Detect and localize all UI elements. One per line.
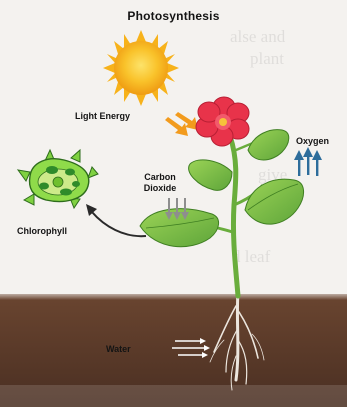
oxygen-arrows xyxy=(294,147,322,176)
oxygen-label: Oxygen xyxy=(296,136,329,146)
chlorophyll-cell xyxy=(18,150,98,208)
leaf-upper-right xyxy=(248,130,289,160)
chlorophyll-label: Chlorophyll xyxy=(17,226,67,236)
carbon-dioxide-label: Carbon Dioxide xyxy=(140,172,180,194)
carbon-dioxide-arrows xyxy=(165,198,189,220)
leaf-right-large xyxy=(245,179,304,224)
svg-text:plant: plant xyxy=(250,49,284,68)
chlorophyll-pointer-arrow xyxy=(86,204,146,236)
light-energy-label: Light Energy xyxy=(75,111,130,121)
flower xyxy=(196,97,249,146)
leaf-upper-left xyxy=(189,160,232,190)
sun xyxy=(103,30,179,106)
water-label: Water xyxy=(106,344,131,354)
diagram-title: Photosynthesis xyxy=(0,9,347,23)
svg-text:d leaf: d leaf xyxy=(232,247,271,266)
light-energy-arrows xyxy=(165,112,198,136)
svg-text:alse and: alse and xyxy=(230,27,286,46)
